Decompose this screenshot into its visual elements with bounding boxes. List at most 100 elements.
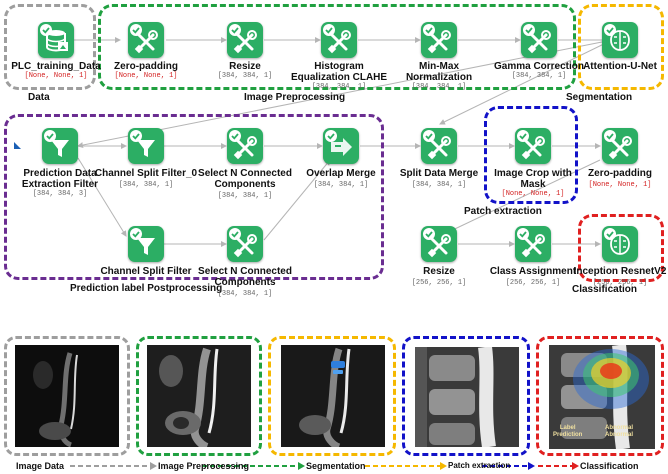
zp1-check-icon — [130, 24, 142, 36]
resize1-dimension: [384, 384, 1] — [217, 72, 273, 80]
crop-check-icon — [517, 130, 529, 142]
crop-label: Image Crop with Mask — [494, 168, 572, 190]
mri-patch — [415, 347, 519, 447]
zp1-label: Zero-padding — [114, 61, 178, 72]
minmax-label: Min-Max Normalization — [405, 61, 473, 83]
classassign-dimension: [256, 256, 1] — [505, 279, 561, 287]
legend-segmentation: Segmentation — [306, 461, 366, 471]
sdm-check-icon — [423, 130, 435, 142]
legend-arrow-red-svg — [538, 462, 579, 470]
unet-label: Attention-U-Net — [583, 61, 657, 72]
csf0-check-icon — [130, 130, 142, 142]
classassign-check-icon — [517, 228, 529, 240]
panel-preprocessing — [136, 336, 262, 456]
gamma-node-icon[interactable] — [521, 22, 557, 58]
pdef-dimension: [384, 384, 3] — [32, 190, 88, 198]
snc1-check-icon — [229, 130, 241, 142]
snc2-dimension: [384, 384, 1] — [217, 290, 273, 298]
group-postprocessing — [4, 114, 384, 280]
zp2-dimension: [None, None, 1] — [588, 181, 652, 189]
selection-corner-marker — [14, 142, 21, 149]
clahe-check-icon — [323, 24, 335, 36]
zp2-node-icon[interactable] — [602, 128, 638, 164]
csf-check-icon — [130, 228, 142, 240]
unet-check-icon — [604, 24, 616, 36]
csf-label: Channel Split Filter — [100, 266, 192, 277]
group-label-postprocessing: Prediction label Postprocessing — [70, 283, 223, 294]
overlap-label: Overlap Merge — [306, 168, 376, 179]
pdef-label: Prediction Data Extraction Filter — [21, 168, 99, 190]
clahe-dimension: [384, 384, 1] — [311, 83, 367, 91]
snc2-label: Select N Connected Components — [198, 266, 292, 288]
snc2-node-icon[interactable] — [227, 226, 263, 262]
panel-image-data — [4, 336, 130, 456]
overlap-check-icon — [325, 130, 337, 142]
panel-patch — [402, 336, 530, 456]
snc1-dimension: [384, 384, 1] — [217, 192, 273, 200]
panel-segmentation — [268, 336, 396, 456]
csf0-label: Channel Split Filter_0 — [94, 168, 198, 179]
legend-arrowhead-yellow — [440, 462, 447, 470]
group-label-data: Data — [28, 92, 50, 103]
plc-dimension: [None, None, 1] — [24, 72, 88, 80]
wire — [439, 39, 613, 125]
inception-check-icon — [604, 228, 616, 240]
minmax-dimension: [384, 384, 1] — [411, 83, 467, 91]
inception-label: Inception ResnetV2 — [573, 266, 667, 277]
mri-image-preprocessed — [147, 345, 251, 447]
group-segmentation — [578, 4, 664, 90]
resize2-check-icon — [423, 228, 435, 240]
classassign-label: Class Assignment — [489, 266, 577, 277]
wire — [263, 159, 331, 241]
gamma-dimension: [384, 384, 1] — [511, 72, 567, 80]
legend-image-data: Image Data — [16, 461, 65, 471]
pdef-check-icon — [44, 130, 56, 142]
group-label-preprocessing: Image Preprocessing — [244, 92, 346, 103]
overlay-abnormal-2: Abnormal — [605, 432, 634, 438]
resize2-label: Resize — [423, 266, 455, 277]
zp2-check-icon — [604, 130, 616, 142]
group-preprocessing — [98, 4, 576, 90]
zp2-label: Zero-padding — [588, 168, 652, 179]
csf-node-icon[interactable] — [128, 226, 164, 262]
group-classification — [578, 214, 664, 282]
mri-heatmap — [549, 345, 655, 449]
sdm-label: Split Data Merge — [399, 168, 479, 179]
overlay-label-prediction: Label Prediction — [553, 425, 583, 438]
group-label-segmentation: Segmentation — [566, 92, 633, 103]
plc-check-icon — [40, 24, 52, 36]
crop-dimension: [None, None, 1] — [501, 190, 565, 198]
minmax-check-icon — [423, 24, 435, 36]
legend-arrowhead-blue — [528, 462, 535, 470]
resize2-dimension: [256, 256, 1] — [411, 279, 467, 287]
csf0-dimension: [384, 384, 1] — [118, 181, 174, 189]
gamma-label: Gamma Correction — [493, 61, 585, 72]
csf0-node-icon[interactable] — [128, 128, 164, 164]
panel-classification: Label Prediction Abnormal Abnormal — [536, 336, 664, 456]
overlap-dimension: [384, 384, 1] — [313, 181, 369, 189]
legend-preprocessing: Image Preprocessing — [158, 461, 250, 471]
group-data — [4, 4, 96, 90]
group-patch — [484, 106, 578, 204]
snc1-label: Select N Connected Components — [198, 168, 292, 190]
minmax-node-icon[interactable] — [421, 22, 457, 58]
snc2-check-icon — [229, 228, 241, 240]
plc-label: PLC_training_Data — [11, 61, 101, 72]
inception-dimension: [256, 256, 1] — [592, 279, 648, 287]
resize1-check-icon — [229, 24, 241, 36]
legend-patch: Patch extraction — [448, 461, 511, 470]
resize1-label: Resize — [229, 61, 261, 72]
clahe-label: Histogram Equalization CLAHE — [290, 61, 388, 83]
zp1-dimension: [None, None, 1] — [114, 72, 178, 80]
sdm-dimension: [384, 384, 1] — [411, 181, 467, 189]
legend-classification: Classification — [580, 461, 639, 471]
legend-arrowhead-green — [298, 462, 305, 470]
wire — [77, 39, 613, 148]
overlay-abnormal-1: Abnormal — [605, 425, 634, 431]
mri-image-segmented — [281, 345, 385, 447]
group-label-patch: Patch extraction — [464, 206, 542, 217]
group-label-classification: Classification — [572, 284, 638, 295]
legend-arrowhead-gray — [150, 462, 157, 470]
wire — [77, 157, 127, 237]
gamma-check-icon — [523, 24, 535, 36]
